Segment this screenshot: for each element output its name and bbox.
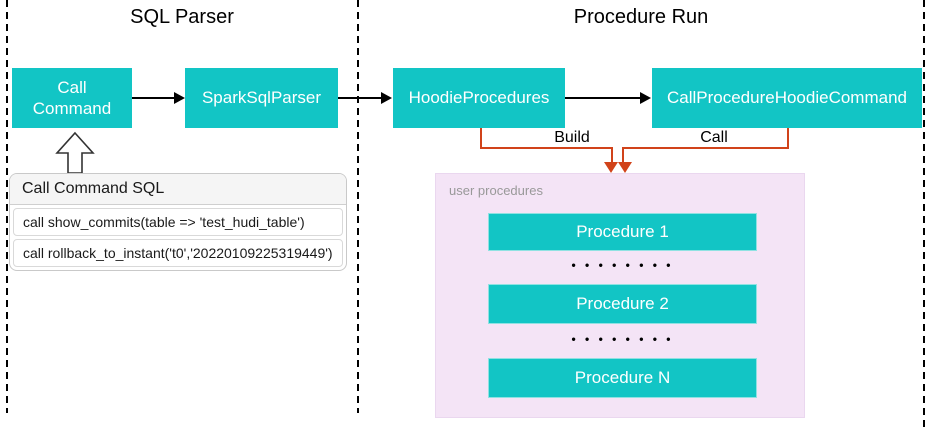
- arrow-parser-to-hoodieprocedures: [338, 97, 382, 99]
- user-procedures-title: user procedures: [449, 183, 543, 198]
- lane-divider-left: [6, 0, 8, 413]
- procedure-box-n: Procedure N: [488, 358, 757, 398]
- sql-statement-row: call show_commits(table => 'test_hudi_ta…: [13, 208, 343, 236]
- procedure-n-label: Procedure N: [574, 368, 671, 387]
- node-hoodie-procedures-label: HoodieProcedures: [408, 88, 550, 108]
- arrow-right-icon: [640, 92, 651, 104]
- sql-statement-row: call rollback_to_instant('t0','202201092…: [13, 239, 343, 267]
- connector-call-segment: [622, 147, 789, 149]
- connector-call-segment: [787, 128, 789, 149]
- procedure-1-label: Procedure 1: [576, 222, 669, 241]
- lane-title-sql-parser: SQL Parser: [130, 6, 234, 28]
- sql-panel: Call Command SQL call show_commits(table…: [9, 173, 347, 271]
- connector-build-segment: [611, 147, 613, 164]
- arrow-callcommand-to-parser: [132, 97, 175, 99]
- connector-build-segment: [480, 128, 482, 149]
- lane-title-procedure-run: Procedure Run: [573, 6, 709, 28]
- dots-separator: • • • • • • • •: [571, 258, 674, 272]
- node-call-command-label: Call Command: [32, 77, 112, 118]
- node-spark-sql-parser-label: SparkSqlParser: [201, 88, 322, 108]
- node-hoodie-procedures: HoodieProcedures: [393, 68, 565, 128]
- node-spark-sql-parser: SparkSqlParser: [185, 68, 338, 128]
- arrow-right-icon: [381, 92, 392, 104]
- lane-divider-middle: [357, 0, 359, 413]
- procedure-2-label: Procedure 2: [576, 294, 669, 313]
- lane-divider-right: [923, 0, 925, 430]
- node-call-command: Call Command: [12, 68, 132, 128]
- build-label: Build: [554, 129, 590, 146]
- procedure-box-1: Procedure 1: [488, 213, 757, 251]
- connector-call-segment: [622, 147, 624, 164]
- down-arrow-icon: [618, 162, 632, 173]
- node-call-procedure-hoodie-command: CallProcedureHoodieCommand: [652, 68, 922, 128]
- procedure-box-2: Procedure 2: [488, 284, 757, 324]
- sql-panel-header: Call Command SQL: [10, 174, 346, 205]
- user-procedures-panel: user procedures Procedure 1 • • • • • • …: [435, 173, 805, 418]
- dots-separator: • • • • • • • •: [571, 332, 674, 346]
- arrow-hoodieprocedures-to-command: [565, 97, 641, 99]
- connector-build-segment: [480, 147, 613, 149]
- call-label: Call: [700, 129, 728, 146]
- up-arrow-icon: [55, 131, 95, 174]
- down-arrow-icon: [604, 162, 618, 173]
- arrow-right-icon: [174, 92, 185, 104]
- node-call-procedure-hoodie-command-label: CallProcedureHoodieCommand: [666, 88, 907, 108]
